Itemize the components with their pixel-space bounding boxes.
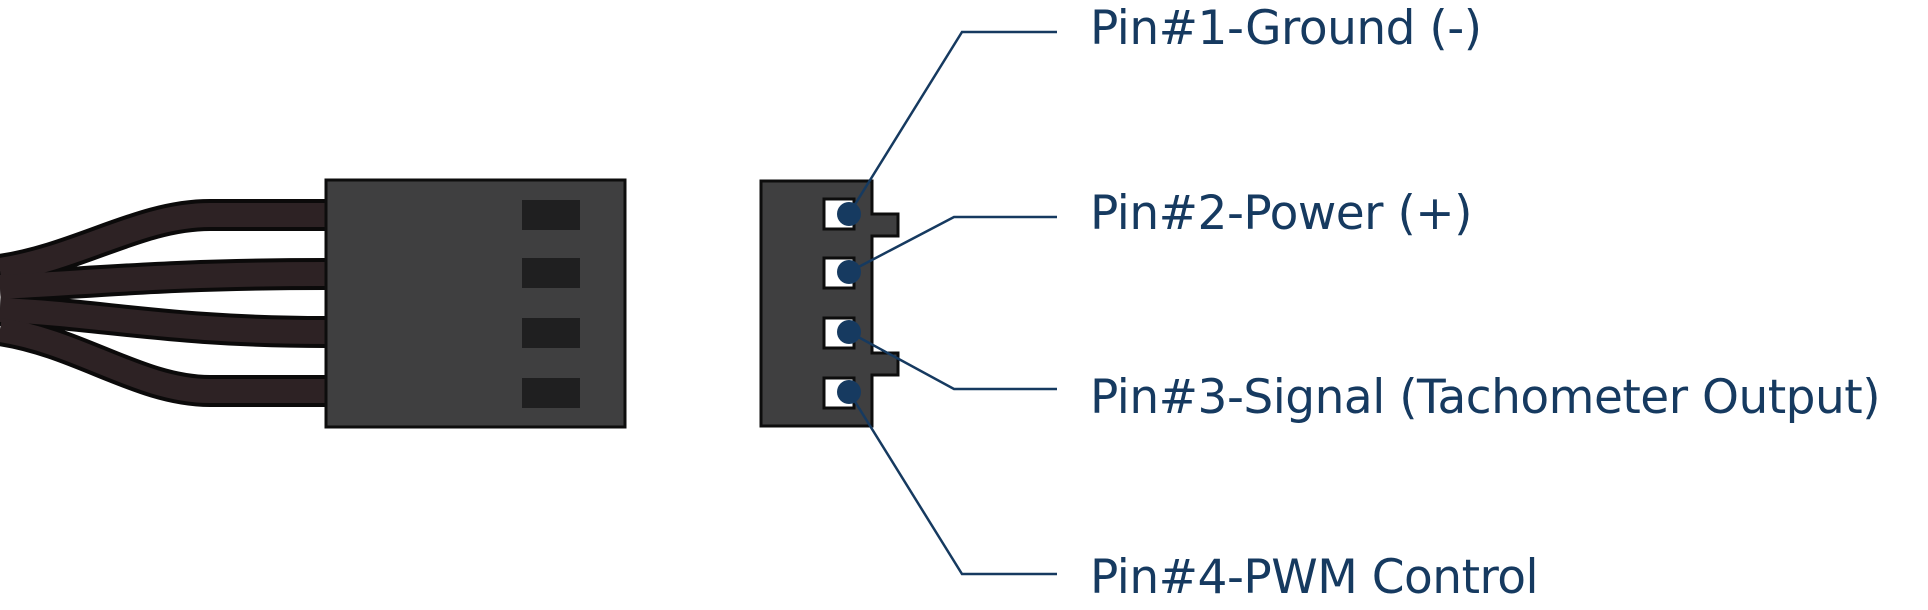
pin-3-label: Pin#3-Signal (Tachometer Output) <box>1090 370 1881 425</box>
wire-1 <box>0 203 326 282</box>
callout-line-pin-1 <box>847 30 1057 215</box>
pin-slot-2 <box>522 258 580 288</box>
callout-dot-pin-3 <box>837 320 861 344</box>
fan-header-body <box>759 179 900 428</box>
pin-slot-4 <box>522 378 580 408</box>
pin-1-label: Pin#1-Ground (-) <box>1090 1 1482 56</box>
fan-header <box>759 179 900 428</box>
callout-line-pin-2 <box>848 215 1057 274</box>
callout-lines <box>847 30 1057 576</box>
callout-dot-pin-1 <box>837 202 861 226</box>
pin-slot-3 <box>522 318 580 348</box>
cable-wires <box>0 199 327 407</box>
callout-line-pin-4 <box>847 391 1057 576</box>
wire-4 <box>0 318 326 403</box>
pin-4-label: Pin#4-PWM Control <box>1090 550 1539 605</box>
cable-connector-housing <box>324 178 627 429</box>
pin-2-label: Pin#2-Power (+) <box>1090 186 1473 241</box>
callout-line-pin-3 <box>848 330 1057 391</box>
pin-slot-1 <box>522 200 580 230</box>
callout-dot-pin-2 <box>837 260 861 284</box>
wire-3 <box>0 298 327 344</box>
cable-connector-body <box>324 178 627 429</box>
wire-2 <box>0 262 327 299</box>
callout-dots <box>837 202 861 404</box>
callout-dot-pin-4 <box>837 380 861 404</box>
